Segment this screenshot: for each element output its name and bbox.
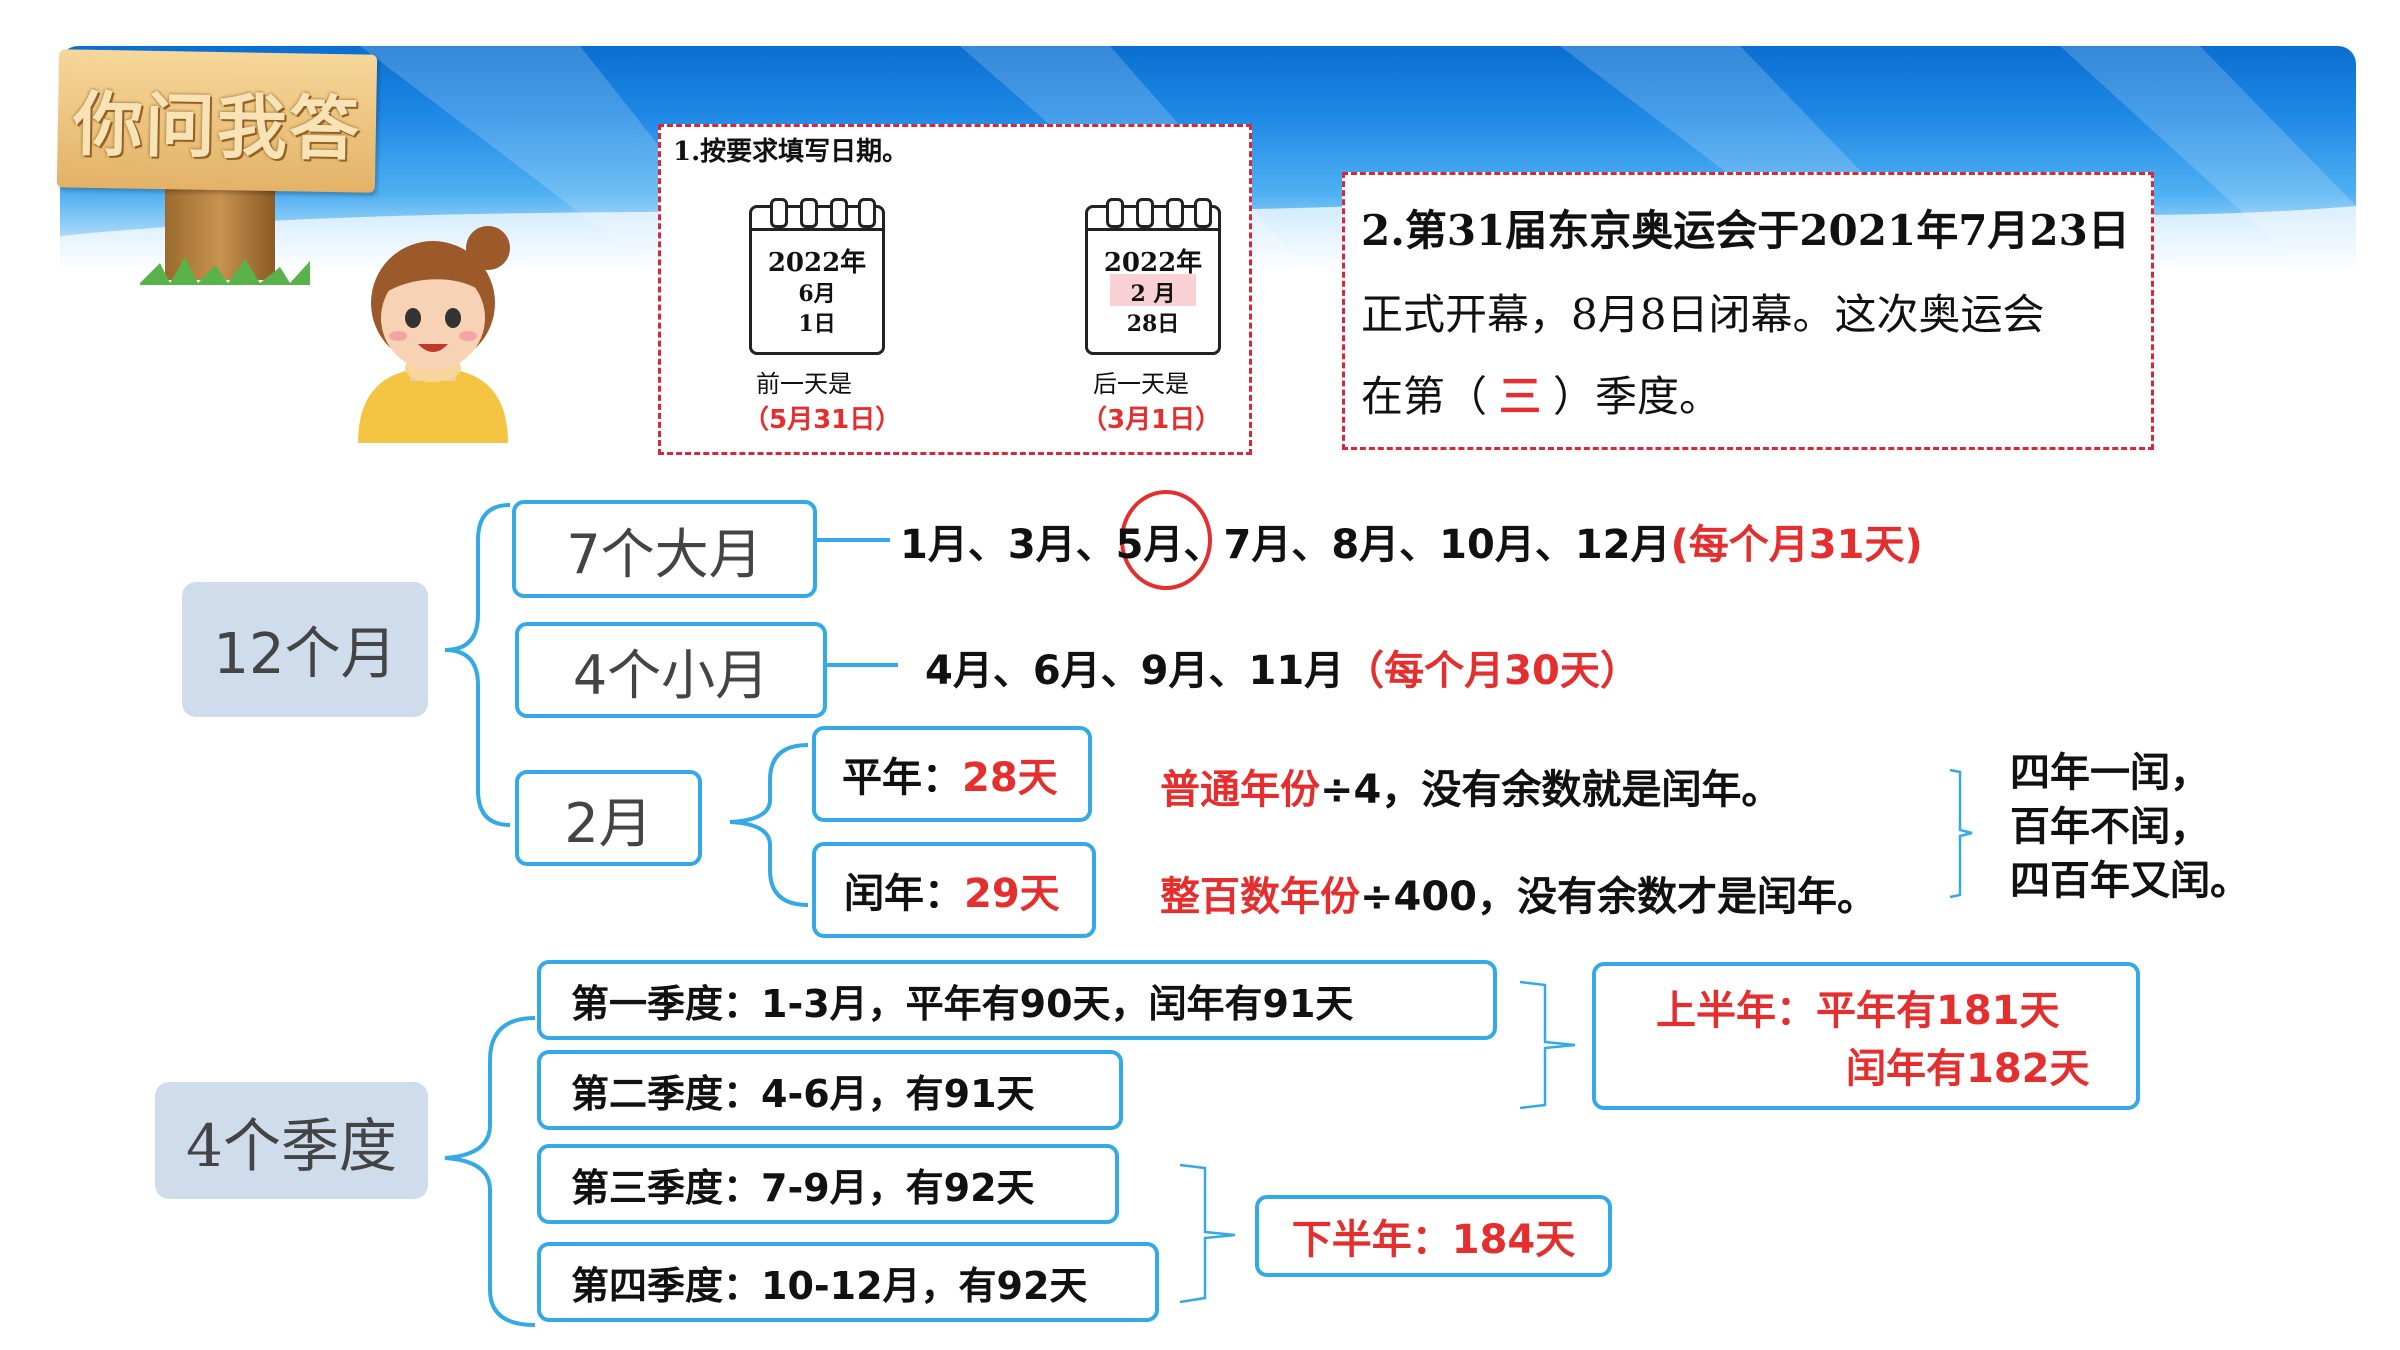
common-year-node: 平年：28天 — [812, 726, 1092, 822]
big-months-list: 1月、3月、5月、7月、8月、10月、12月(每个月31天) — [900, 522, 1923, 568]
second-half-node: 下半年：184天 — [1255, 1195, 1612, 1277]
first-half-node: 上半年：平年有181天 闰年有182天 — [1592, 962, 2140, 1110]
small-months-list: 4月、6月、9月、11月（每个月30天） — [925, 648, 1640, 694]
question1-title: 1.按要求填写日期。 — [673, 137, 909, 167]
calendar-1-month: 6月 — [798, 281, 836, 307]
calendar-1: 2022年 6月 1日 — [749, 198, 885, 355]
big-months-node: 7个大月 — [512, 500, 817, 598]
question2-line1: 2.第31届东京奥运会于2021年7月23日 — [1361, 206, 2130, 255]
calendar-1-year: 2022年 — [767, 248, 867, 278]
quarter-2-node: 第二季度：4-6月，有91天 — [537, 1050, 1123, 1130]
grass-icon — [140, 257, 310, 285]
question2-line2: 正式开幕，8月8日闭幕。这次奥运会 — [1361, 290, 2045, 339]
question2-box: 2.第31届东京奥运会于2021年7月23日 正式开幕，8月8日闭幕。这次奥运会… — [1342, 172, 2154, 450]
calendar-2-day: 28日 — [1126, 311, 1180, 337]
question2-line3: 在第（三）季度。 — [1361, 372, 1722, 421]
calendar-2-year: 2022年 — [1103, 248, 1203, 278]
calendar-2-answer: （3月1日） — [1081, 405, 1222, 435]
circle-mark — [1120, 490, 1212, 590]
girl-avatar-icon — [358, 226, 510, 443]
quarters-root: 4个季度 — [155, 1082, 428, 1199]
leap-summary: 四年一闰， 百年不闰， 四百年又闰。 — [2010, 750, 2250, 904]
calendar-2-month: 2 月 — [1130, 281, 1176, 307]
question1-box: 1.按要求填写日期。 2022年 6月 1日 前一天是 （5月31日） 2022… — [658, 124, 1252, 455]
quarter-1-node: 第一季度：1-3月，平年有90天，闰年有91天 — [537, 960, 1497, 1040]
calendar-2-caption: 后一天是 — [1093, 370, 1189, 398]
months-root: 12个月 — [182, 582, 428, 717]
question2-answer: 三 — [1499, 372, 1542, 421]
quarter-4-node: 第四季度：10-12月，有92天 — [537, 1242, 1159, 1322]
calendar-1-day: 1日 — [798, 311, 836, 337]
calendar-1-answer: （5月31日） — [743, 405, 902, 435]
small-months-node: 4个小月 — [515, 622, 827, 718]
leap-rule-2: 整百数年份÷400，没有余数才是闰年。 — [1160, 874, 1878, 920]
calendar-2: 2022年 2 月 28日 — [1085, 198, 1221, 355]
quarter-3-node: 第三季度：7-9月，有92天 — [537, 1144, 1119, 1224]
february-node: 2月 — [515, 770, 702, 866]
calendar-1-caption: 前一天是 — [756, 370, 852, 398]
leap-rule-1: 普通年份÷4，没有余数就是闰年。 — [1160, 767, 1782, 813]
highlight — [1110, 274, 1196, 306]
leap-year-node: 闰年：29天 — [812, 842, 1096, 938]
